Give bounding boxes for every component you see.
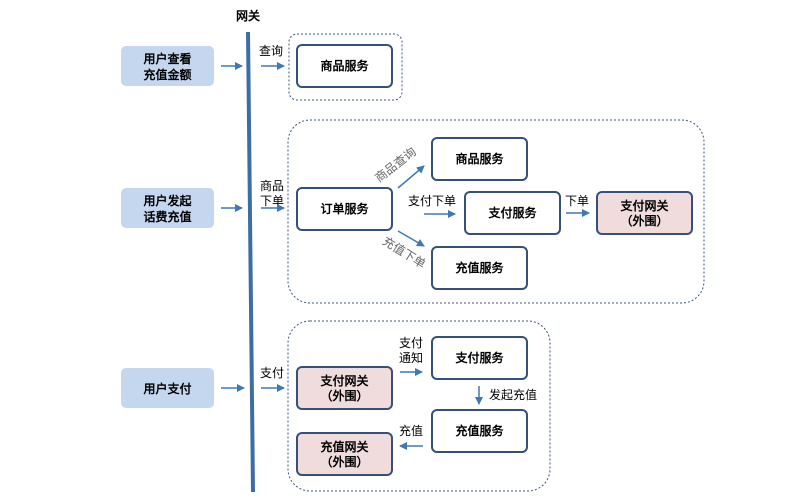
section3-payment-service-box <box>431 336 528 380</box>
label-product-query: 商品查询 <box>372 144 419 185</box>
section2-edge-label-line2: 下单 <box>260 194 284 208</box>
actor-query-box: 用户查看 充值金额 <box>121 46 214 86</box>
section2-recharge-service-box <box>431 246 528 290</box>
section3-container <box>287 320 551 492</box>
actor-query-line2: 充值金额 <box>143 67 191 82</box>
section1-edge-label: 查询 <box>259 44 283 58</box>
arrow-order-to-product <box>397 165 425 189</box>
section2-payment-service-label: 支付服务 <box>487 205 537 220</box>
section3-payment-gateway-line1: 支付网关 <box>319 373 368 388</box>
section3-payment-gateway-box <box>296 366 393 410</box>
actor-pay-box: 用户支付 <box>121 368 214 408</box>
section2-product-service-label: 商品服务 <box>455 151 504 166</box>
section3-recharge-gateway-line2: （外围） <box>320 454 368 469</box>
section2-payment-gateway-line2: （外围） <box>620 213 668 228</box>
order-service-label: 订单服务 <box>320 201 369 216</box>
section3-recharge-gateway-line1: 充值网关 <box>320 439 368 454</box>
label-pay-notify-line2: 通知 <box>399 351 423 365</box>
gateway-title: 网关 <box>236 8 260 23</box>
section2-container <box>287 119 705 304</box>
actor-recharge-line1: 用户发起 <box>142 193 192 208</box>
arrow-order-to-recharge <box>397 230 425 247</box>
label-start-recharge: 发起充值 <box>489 387 537 402</box>
actor-recharge-box: 用户发起 话费充值 <box>121 188 214 228</box>
label-order: 下单 <box>565 194 589 208</box>
actor-query-line1: 用户查看 <box>142 51 191 66</box>
label-pay-notify-line1: 支付 <box>399 336 423 350</box>
section3-recharge-service-box <box>431 409 528 453</box>
section3-recharge-service-label: 充值服务 <box>455 423 504 438</box>
section3-payment-gateway-line2: （外围） <box>320 388 368 403</box>
section1-product-service-label: 商品服务 <box>320 58 369 73</box>
actor-pay-line1: 用户支付 <box>142 381 191 396</box>
label-pay-order: 支付下单 <box>408 194 456 208</box>
section2-payment-service-box <box>464 191 561 235</box>
order-service-box <box>296 187 393 231</box>
section2-recharge-service-label: 充值服务 <box>455 260 504 275</box>
section3-recharge-gateway-box <box>296 432 393 476</box>
label-recharge-order: 充值下单 <box>380 233 429 271</box>
actor-recharge-line2: 话费充值 <box>143 209 191 224</box>
section2-edge-label-line1: 商品 <box>260 178 284 193</box>
section3-edge-label: 支付 <box>260 366 284 380</box>
section1-container <box>288 33 403 101</box>
section1-product-service-box <box>296 44 393 88</box>
section2-product-service-box <box>431 137 528 181</box>
gateway-line <box>246 31 255 493</box>
section2-payment-gateway-line1: 支付网关 <box>619 198 668 213</box>
section3-payment-service-label: 支付服务 <box>454 350 504 365</box>
section2-payment-gateway-box <box>596 191 693 235</box>
label-recharge: 充值 <box>399 423 423 438</box>
